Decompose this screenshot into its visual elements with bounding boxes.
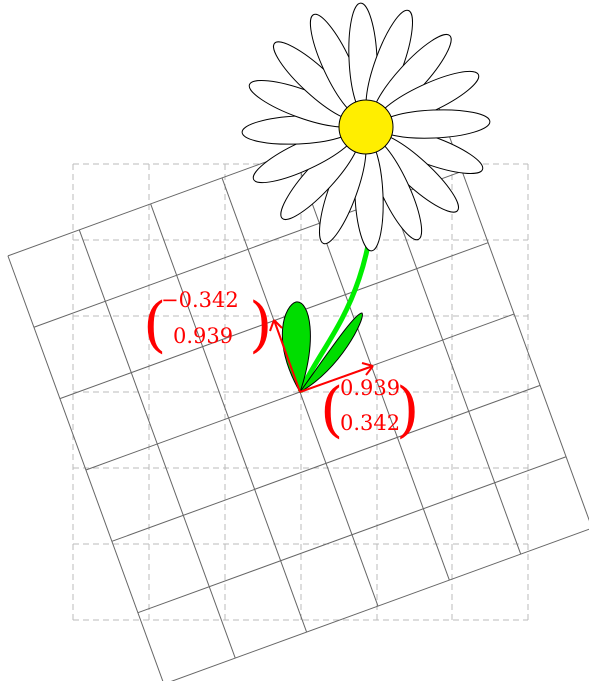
rot-grid-line [138, 457, 566, 613]
vector-left-label: ( −0.342 0.939 ) [143, 288, 272, 360]
vector-right-y: 0.342 [340, 411, 400, 435]
right-paren-close: ) [396, 375, 419, 445]
vector-left-x: −0.342 [161, 288, 239, 312]
left-paren-close: ) [249, 290, 272, 360]
rot-grid-line [164, 528, 589, 681]
vector-right-x: 0.939 [340, 376, 400, 400]
vector-left-y: 0.939 [173, 324, 233, 348]
vector-right-label: ( 0.939 0.342 ) [320, 375, 419, 445]
flower-center [339, 100, 393, 154]
